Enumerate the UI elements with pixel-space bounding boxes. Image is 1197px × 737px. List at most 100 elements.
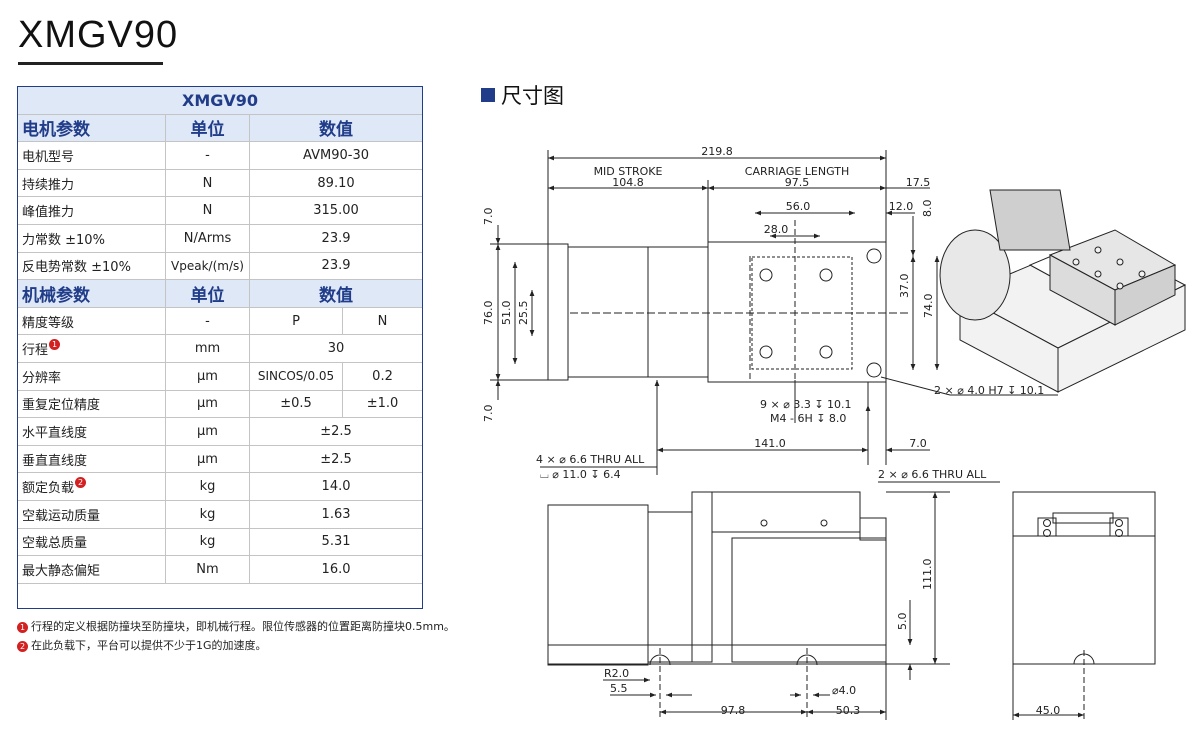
holes-note-4b: ⌴ ⌀ 11.0 ↧ 6.4 (540, 468, 621, 481)
table-row: 电机型号-AVM90-30 (17, 141, 424, 170)
row-unit: N (165, 168, 250, 198)
dim-45: 45.0 (1036, 704, 1061, 717)
dim-5: 5.0 (896, 613, 909, 631)
dim-7-right: 7.0 (909, 437, 927, 450)
row-value-n: ±1.0 (341, 389, 424, 419)
footnote-marker: 2 (75, 477, 87, 489)
row-value: 23.9 (248, 251, 424, 281)
row-unit: - (165, 141, 250, 170)
row-value: ±2.5 (248, 417, 424, 446)
holes-note-9a: 9 × ⌀ 3.3 ↧ 10.1 (760, 398, 852, 411)
dim-141: 141.0 (754, 437, 786, 450)
dim-carriage-label: CARRIAGE LENGTH (745, 165, 849, 178)
dim-diameter-4: ⌀4.0 (832, 684, 856, 697)
dim-12: 12.0 (889, 200, 914, 213)
row-unit: N/Arms (165, 223, 250, 253)
row-unit: kg (165, 472, 250, 501)
dim-8: 8.0 (921, 200, 934, 218)
row-value: ±2.5 (248, 444, 424, 474)
dim-37: 37.0 (898, 274, 911, 299)
holes-note-2: 2 × ⌀ 6.6 THRU ALL (878, 468, 987, 481)
row-value-p: P (249, 306, 343, 336)
row-label-text: 行程 (22, 343, 49, 359)
unit-col-header: 单位 (165, 113, 250, 143)
dim-overall: 219.8 (701, 145, 733, 158)
row-label: 反电势常数 ±10% (17, 251, 166, 281)
dim-25-5: 25.5 (517, 301, 530, 326)
row-unit: N (165, 196, 250, 225)
dim-74: 74.0 (922, 294, 935, 319)
row-value: 5.31 (248, 527, 424, 557)
footnote-marker: 2 (17, 641, 28, 652)
dim-76: 76.0 (482, 301, 495, 326)
dim-28: 28.0 (764, 223, 789, 236)
row-value: 23.9 (248, 223, 424, 253)
dim-111: 111.0 (921, 559, 934, 591)
electrical-section-title: 电机参数 (17, 113, 166, 143)
row-unit: μm (165, 444, 250, 474)
title-underline (18, 62, 163, 65)
dim-5-5: 5.5 (610, 682, 628, 695)
unit-col-header: 单位 (165, 279, 250, 308)
row-label-text: 额定负载 (22, 481, 75, 497)
row-label: 电机型号 (17, 141, 166, 170)
row-value-p: SINCOS/0.05 (249, 361, 343, 391)
row-unit: Vpeak/(m/s) (165, 251, 250, 281)
square-bullet-icon (481, 88, 495, 102)
row-label: 最大静态偏矩 (17, 555, 166, 584)
dim-7-bottom: 7.0 (482, 405, 495, 423)
dim-97-8: 97.8 (721, 704, 746, 717)
row-label: 水平直线度 (17, 417, 166, 446)
drawing-section-title: 尺寸图 (481, 80, 564, 110)
row-unit: kg (165, 527, 250, 557)
row-label: 空载总质量 (17, 527, 166, 557)
dimension-drawing: 219.8 MID STROKE 104.8 CARRIAGE LENGTH 9… (482, 145, 1187, 720)
value-col-header: 数值 (248, 279, 424, 308)
row-unit: - (165, 306, 250, 336)
row-unit: μm (165, 389, 250, 419)
dim-carriage: 97.5 (785, 176, 810, 189)
row-value: 1.63 (248, 499, 424, 529)
footnote-marker: 1 (49, 339, 61, 351)
holes-note-9b: M4 - 6H ↧ 8.0 (770, 412, 846, 425)
row-value: AVM90-30 (248, 141, 424, 170)
row-value: 14.0 (248, 472, 424, 501)
isometric-view (939, 189, 1187, 393)
holes-note-4a: 4 × ⌀ 6.6 THRU ALL (536, 453, 645, 466)
row-unit: kg (165, 499, 250, 529)
dim-mid-stroke: 104.8 (612, 176, 644, 189)
footnote-marker: 1 (17, 622, 28, 633)
value-col-header: 数值 (248, 113, 424, 143)
row-value-n: 0.2 (341, 361, 424, 391)
row-label: 空载运动质量 (17, 499, 166, 529)
dim-50-3: 50.3 (836, 704, 861, 717)
pin-hole-note: 2 × ⌀ 4.0 H7 ↧ 10.1 (934, 384, 1044, 397)
row-value: 16.0 (248, 555, 424, 584)
model-header: XMGV90 (16, 86, 424, 115)
end-view (1012, 491, 1156, 720)
row-unit: mm (165, 334, 250, 363)
dim-mid-stroke-label: MID STROKE (594, 165, 663, 178)
page-title: XMGV90 (18, 14, 179, 56)
row-label: 力常数 ±10% (17, 223, 166, 253)
row-value: 315.00 (248, 196, 424, 225)
row-label: 精度等级 (17, 306, 166, 336)
row-label: 峰值推力 (17, 196, 166, 225)
dim-56: 56.0 (786, 200, 811, 213)
row-unit: μm (165, 361, 250, 391)
row-unit: Nm (165, 555, 250, 584)
